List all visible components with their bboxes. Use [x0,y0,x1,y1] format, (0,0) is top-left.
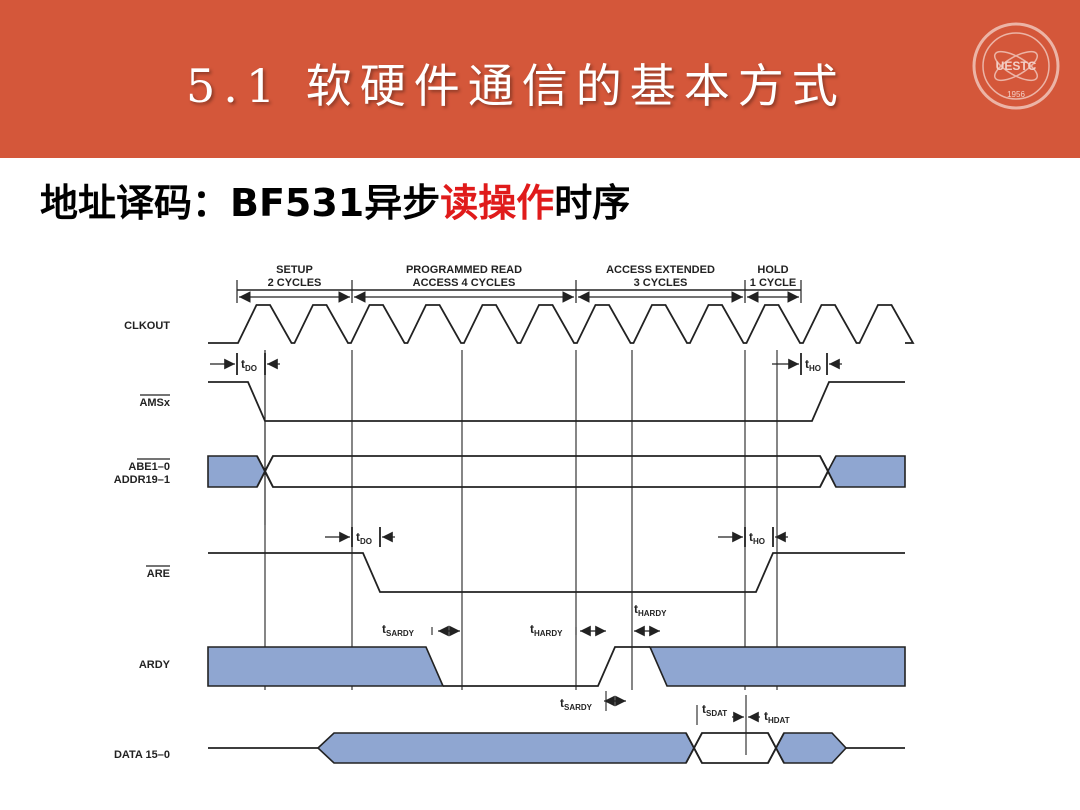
subtitle-part1: 地址译码：BF531异步 [40,181,441,225]
tsardy-label-1: tSARDY [382,622,415,638]
param-subscript-sardy: SARDY [564,703,593,712]
param-subscript-ho: HO [753,537,765,546]
ardy-region-left [207,646,445,687]
param-subscript-hdat: HDAT [768,716,790,725]
phase-label-line2: ACCESS 4 CYCLES [413,277,516,289]
param-subscript-sdat: SDAT [706,709,727,718]
param-subscript-do: DO [360,537,372,546]
phase-label-line1: HOLD [757,264,788,276]
data-bus-invalid [316,732,695,764]
thdat-label: tHDAT [764,709,790,725]
phase-label-line2: 1 CYCLE [750,277,796,289]
phase-label-line2: 3 CYCLES [634,277,688,289]
param-t: t [241,357,245,371]
param-t: t [382,622,386,636]
data-bus-cross-left [685,732,703,764]
are-waveform [208,552,905,593]
ardy-waveform-pulse [443,646,650,687]
subtitle-part3: 时序 [554,181,631,225]
signal-label-amsx: AMSx [139,397,170,409]
tsardy-label-2: tSARDY [560,696,593,712]
tho-label-amsx: tHO [805,357,821,373]
tho-label-are: tHO [749,530,765,546]
slide-title: 5.1 软硬件通信的基本方式 [186,59,846,113]
signal-label-ardy: ARDY [139,659,171,671]
param-subscript-hardy: HARDY [534,629,563,638]
logo-text: UESTC [996,59,1037,73]
tsdat-label: tSDAT [702,702,727,718]
tdo-label-amsx: tDO [241,357,257,373]
signal-label-are: ARE [147,568,170,580]
tdo-label-are: tDO [356,530,372,546]
param-t: t [702,702,706,716]
abe-bus-invalid-left [207,455,266,488]
param-subscript-sardy: SARDY [386,629,415,638]
phase-label-line1: PROGRAMMED READ [406,264,522,276]
data-bus-cross-right [767,732,785,764]
thardy-label-1: tHARDY [530,622,563,638]
signal-label-abe: ABE1–0 [128,461,170,473]
param-t: t [764,709,768,723]
logo-year: 1956 [1007,90,1025,99]
title-banner: 5.1 软硬件通信的基本方式 UESTC 1956 [0,0,1080,158]
subtitle-highlight: 读操作 [440,181,555,225]
thardy-label-2: tHARDY [634,602,667,618]
ardy-region-right [648,646,906,687]
data-bus-valid [692,732,778,764]
param-subscript-do: DO [245,364,257,373]
param-t: t [530,622,534,636]
abe-bus-valid [263,455,830,488]
param-subscript-ho: HO [809,364,821,373]
signal-label-clkout: CLKOUT [124,320,170,332]
uestc-logo-icon: UESTC 1956 [972,22,1060,110]
signal-label-data: DATA 15–0 [114,749,170,761]
clkout-waveform [208,304,915,344]
param-t: t [634,602,638,616]
param-t: t [560,696,564,710]
param-subscript-hardy: HARDY [638,609,667,618]
abe-bus-invalid-right [827,455,906,488]
slide-subtitle: 地址译码：BF531异步读操作时序 [40,172,630,227]
param-t: t [356,530,360,544]
param-t: t [749,530,753,544]
amsx-waveform [208,381,905,422]
abe-bus-cross-left [256,455,274,488]
phase-label-line1: ACCESS EXTENDED [606,264,715,276]
param-t: t [805,357,809,371]
phase-label-line1: SETUP [276,264,313,276]
data-bus-hold [775,732,848,764]
phase-label-line2: 2 CYCLES [268,277,322,289]
signal-label-addr: ADDR19–1 [114,474,170,486]
